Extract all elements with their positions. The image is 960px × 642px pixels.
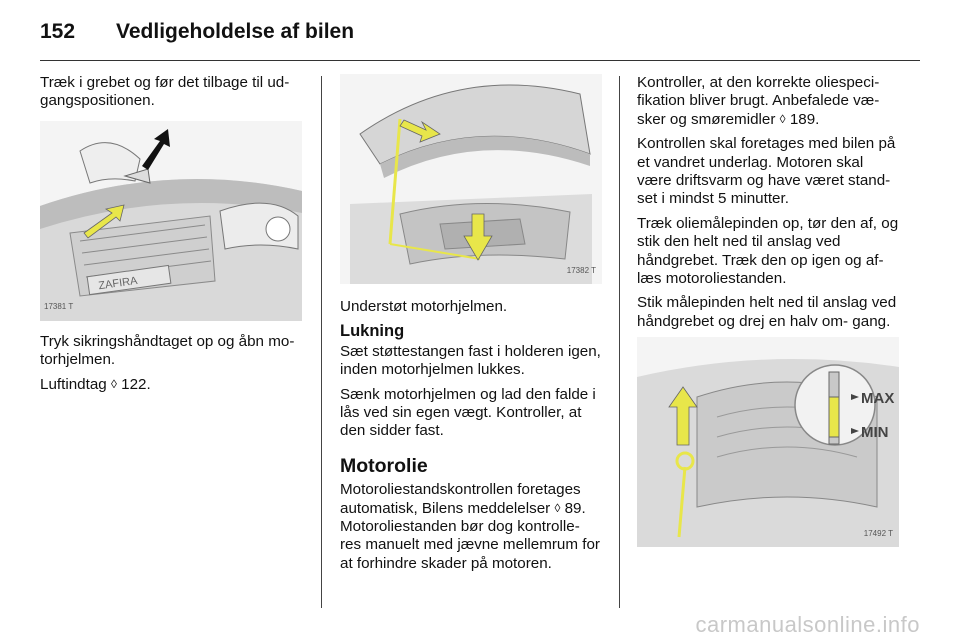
column-divider-2 xyxy=(619,76,620,608)
page-reference-icon: ◊ xyxy=(554,500,561,515)
watermark: carmanualsonline.info xyxy=(695,612,920,637)
oil-check-text: Motoroliestandskontrollen foretages auto… xyxy=(340,481,581,517)
hood-support-figure: 17382 T xyxy=(340,74,602,284)
paragraph-pull-lever: Træk i grebet og før det tilbage til ud-… xyxy=(40,74,290,110)
paragraph-oil-auto-check: Motoroliestandskontrollen foretages auto… xyxy=(340,481,602,518)
hood-release-illustration: ZAFIRA xyxy=(40,128,302,321)
air-intake-label: Luftindtag xyxy=(40,375,107,393)
paragraph-support-rod: Sæt støttestangen fast i holderen igen, … xyxy=(340,342,601,379)
oil-spec-text: Kontroller, at den korrekte oliespeci- f… xyxy=(637,74,880,128)
paragraph-air-intake: Luftindtag ◊ 122. xyxy=(40,376,302,394)
oil-spec-page-ref: 189. xyxy=(789,110,820,128)
column-2: 17382 T Understøt motorhjelmen. Lukning … xyxy=(340,74,602,579)
paragraph-oil-spec: Kontroller, at den korrekte oliespeci- f… xyxy=(637,74,902,129)
svg-text:ZAFIRA: ZAFIRA xyxy=(98,275,139,292)
svg-text:MIN: MIN xyxy=(861,424,889,441)
figure-caption: Understøt motorhjelmen. xyxy=(340,298,508,315)
section-heading-engine-oil: Motorolie xyxy=(340,454,428,477)
figure-code: 17381 T xyxy=(44,302,74,312)
paragraph-level-ground: Kontrollen skal foretages med bilen på e… xyxy=(637,135,896,208)
paragraph-insert-dipstick: Stik målepinden helt ned til anslag ved … xyxy=(637,294,897,330)
svg-text:MAX: MAX xyxy=(861,390,894,407)
figure-code: 17382 T xyxy=(566,265,596,275)
oil-check-page-ref: 89. xyxy=(564,499,586,517)
page-reference-icon: ◊ xyxy=(779,111,786,126)
dipstick-illustration: MAX MIN xyxy=(637,359,899,548)
paragraph-safety-lever: Tryk sikringshåndtaget op og åbn mo- tor… xyxy=(40,332,295,369)
paragraph-lower-hood: Sænk motorhjelmen og lad den falde i lås… xyxy=(340,385,596,440)
paragraph-pull-dipstick: Træk oliemålepinden op, tør den af, og s… xyxy=(637,214,899,288)
page-number: 152 xyxy=(40,20,76,43)
air-intake-page-ref: 122. xyxy=(121,375,151,393)
paragraph-manual-check: Motoroliestanden bør dog kontrolle- res … xyxy=(340,518,600,572)
dipstick-figure: MAX MIN 17492 T xyxy=(637,337,899,548)
page-reference-icon: ◊ xyxy=(110,376,117,391)
hood-support-illustration xyxy=(350,84,592,284)
page-title: Vedligeholdelse af bilen xyxy=(116,20,355,43)
page-header: 152 Vedligeholdelse af bilen xyxy=(40,14,354,50)
header-divider xyxy=(40,60,920,61)
column-1: Træk i grebet og før det tilbage til ud-… xyxy=(40,74,302,400)
hood-release-figure: ZAFIRA 17381 T xyxy=(40,120,302,321)
subheading-closing: Lukning xyxy=(340,322,405,341)
column-3: Kontroller, at den korrekte oliespeci- f… xyxy=(637,74,902,548)
column-divider-1 xyxy=(321,76,322,608)
figure-code: 17492 T xyxy=(863,528,893,538)
